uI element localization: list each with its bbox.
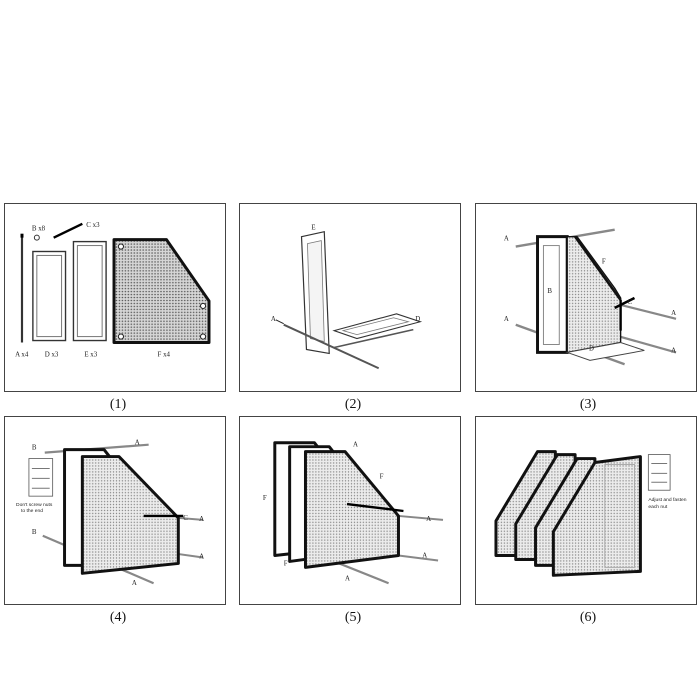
label-b-1: B (32, 445, 37, 452)
step-1-parts-diagram: B x8 C x3 A x4 D x3 E x3 F x4 (15, 222, 211, 358)
label-a-2: A (426, 516, 431, 523)
step-4-caption: (4) (109, 610, 127, 625)
warn-line-2: to the end (21, 508, 43, 514)
step-1-panel: B x8 C x3 A x4 D x3 E x3 F x4 (4, 203, 226, 392)
step-5-assembly-diagram: F F F A A A A (263, 441, 444, 585)
step-5-panel: F F F A A A A (239, 416, 461, 605)
part-d-label: D x3 (45, 351, 59, 358)
label-a-3: A (422, 552, 427, 559)
label-a-1: A (353, 442, 358, 449)
step-3-panel: A A A A B C D F (475, 203, 697, 392)
label-a-4: A (345, 575, 350, 582)
label-a-4: A (132, 580, 137, 587)
step-6-assembled-diagram: Adjust and fasten each nut (494, 450, 687, 577)
label-b: B (547, 288, 552, 295)
label-a-2: A (199, 516, 204, 523)
label-a-3: A (671, 310, 676, 317)
label-f-2: F (284, 560, 288, 567)
part-c-label: C x3 (86, 222, 100, 229)
step-6-panel: Adjust and fasten each nut (475, 416, 697, 605)
step-4-assembly-diagram: Don't screw nuts to the end B B A A A A … (16, 440, 204, 587)
label-a-2: A (504, 316, 509, 323)
part-b-label: B x8 (32, 226, 46, 233)
label-a-4: A (671, 347, 676, 354)
label-a-3: A (199, 553, 204, 560)
final-line-1: Adjust and fasten (648, 497, 686, 503)
label-d: D (415, 316, 420, 323)
label-a: A (271, 316, 276, 323)
step-4-panel: Don't screw nuts to the end B B A A A A … (4, 416, 226, 605)
step-2-assembly-diagram: E D A (271, 225, 423, 370)
warn-line-1: Don't screw nuts (16, 502, 53, 508)
label-c: C (183, 515, 188, 522)
part-e-label: E x3 (84, 351, 97, 358)
step-1-caption: (1) (109, 397, 127, 412)
label-f-1: F (263, 495, 267, 502)
label-b-2: B (32, 529, 37, 536)
step-6-caption: (6) (579, 610, 597, 625)
label-a-1: A (504, 236, 509, 243)
step-3-assembly-diagram: A A A A B C D F (504, 228, 677, 366)
part-a-label: A x4 (15, 351, 29, 358)
step-5-caption: (5) (344, 610, 362, 625)
label-f-3: F (380, 473, 384, 480)
label-a-1: A (135, 440, 140, 447)
step-2-caption: (2) (344, 397, 362, 412)
part-f-label: F x4 (158, 351, 171, 358)
final-line-2: each nut (648, 504, 668, 510)
label-c: C (628, 299, 633, 306)
step-3-caption: (3) (579, 397, 597, 412)
label-d: D (589, 345, 594, 352)
step-2-panel: E D A (239, 203, 461, 392)
label-f: F (602, 258, 606, 265)
label-e: E (311, 225, 315, 232)
